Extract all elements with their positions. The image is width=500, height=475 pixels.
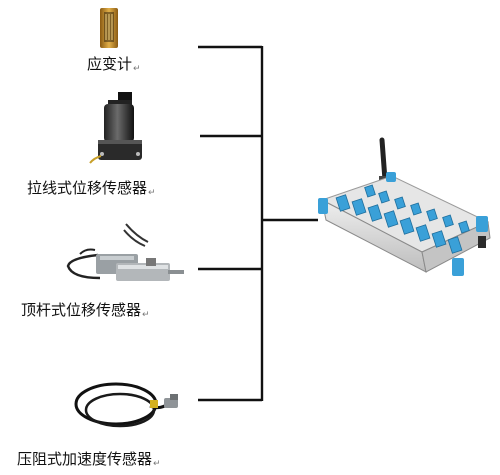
sensor-label-push-rod: 顶杆式位移传感器↵	[21, 301, 150, 324]
connection-lines	[198, 45, 318, 402]
sensor-label-text: 应变计	[87, 55, 133, 73]
draw-wire-displacement-sensor-icon	[89, 92, 142, 164]
sensor-label-accelerometer: 压阻式加速度传感器↵	[17, 450, 161, 473]
sensor-label-draw-wire: 拉线式位移传感器↵	[27, 179, 156, 202]
piezoresistive-accelerometer-icon	[74, 382, 178, 428]
terminal-blocks	[335, 184, 470, 254]
paragraph-mark: ↵	[133, 64, 141, 74]
sensor-label-text: 顶杆式位移传感器	[21, 301, 142, 319]
paragraph-mark: ↵	[148, 188, 156, 198]
push-rod-displacement-sensor-icon	[66, 223, 184, 281]
paragraph-mark: ↵	[153, 459, 161, 469]
sensor-label-text: 拉线式位移传感器	[27, 179, 148, 197]
strain-gauge-icon	[100, 8, 118, 48]
paragraph-mark: ↵	[142, 310, 150, 320]
sensor-label-text: 压阻式加速度传感器	[17, 450, 153, 468]
data-acquisition-device-icon	[318, 137, 491, 276]
sensor-label-strain-gauge: 应变计↵	[87, 55, 141, 78]
